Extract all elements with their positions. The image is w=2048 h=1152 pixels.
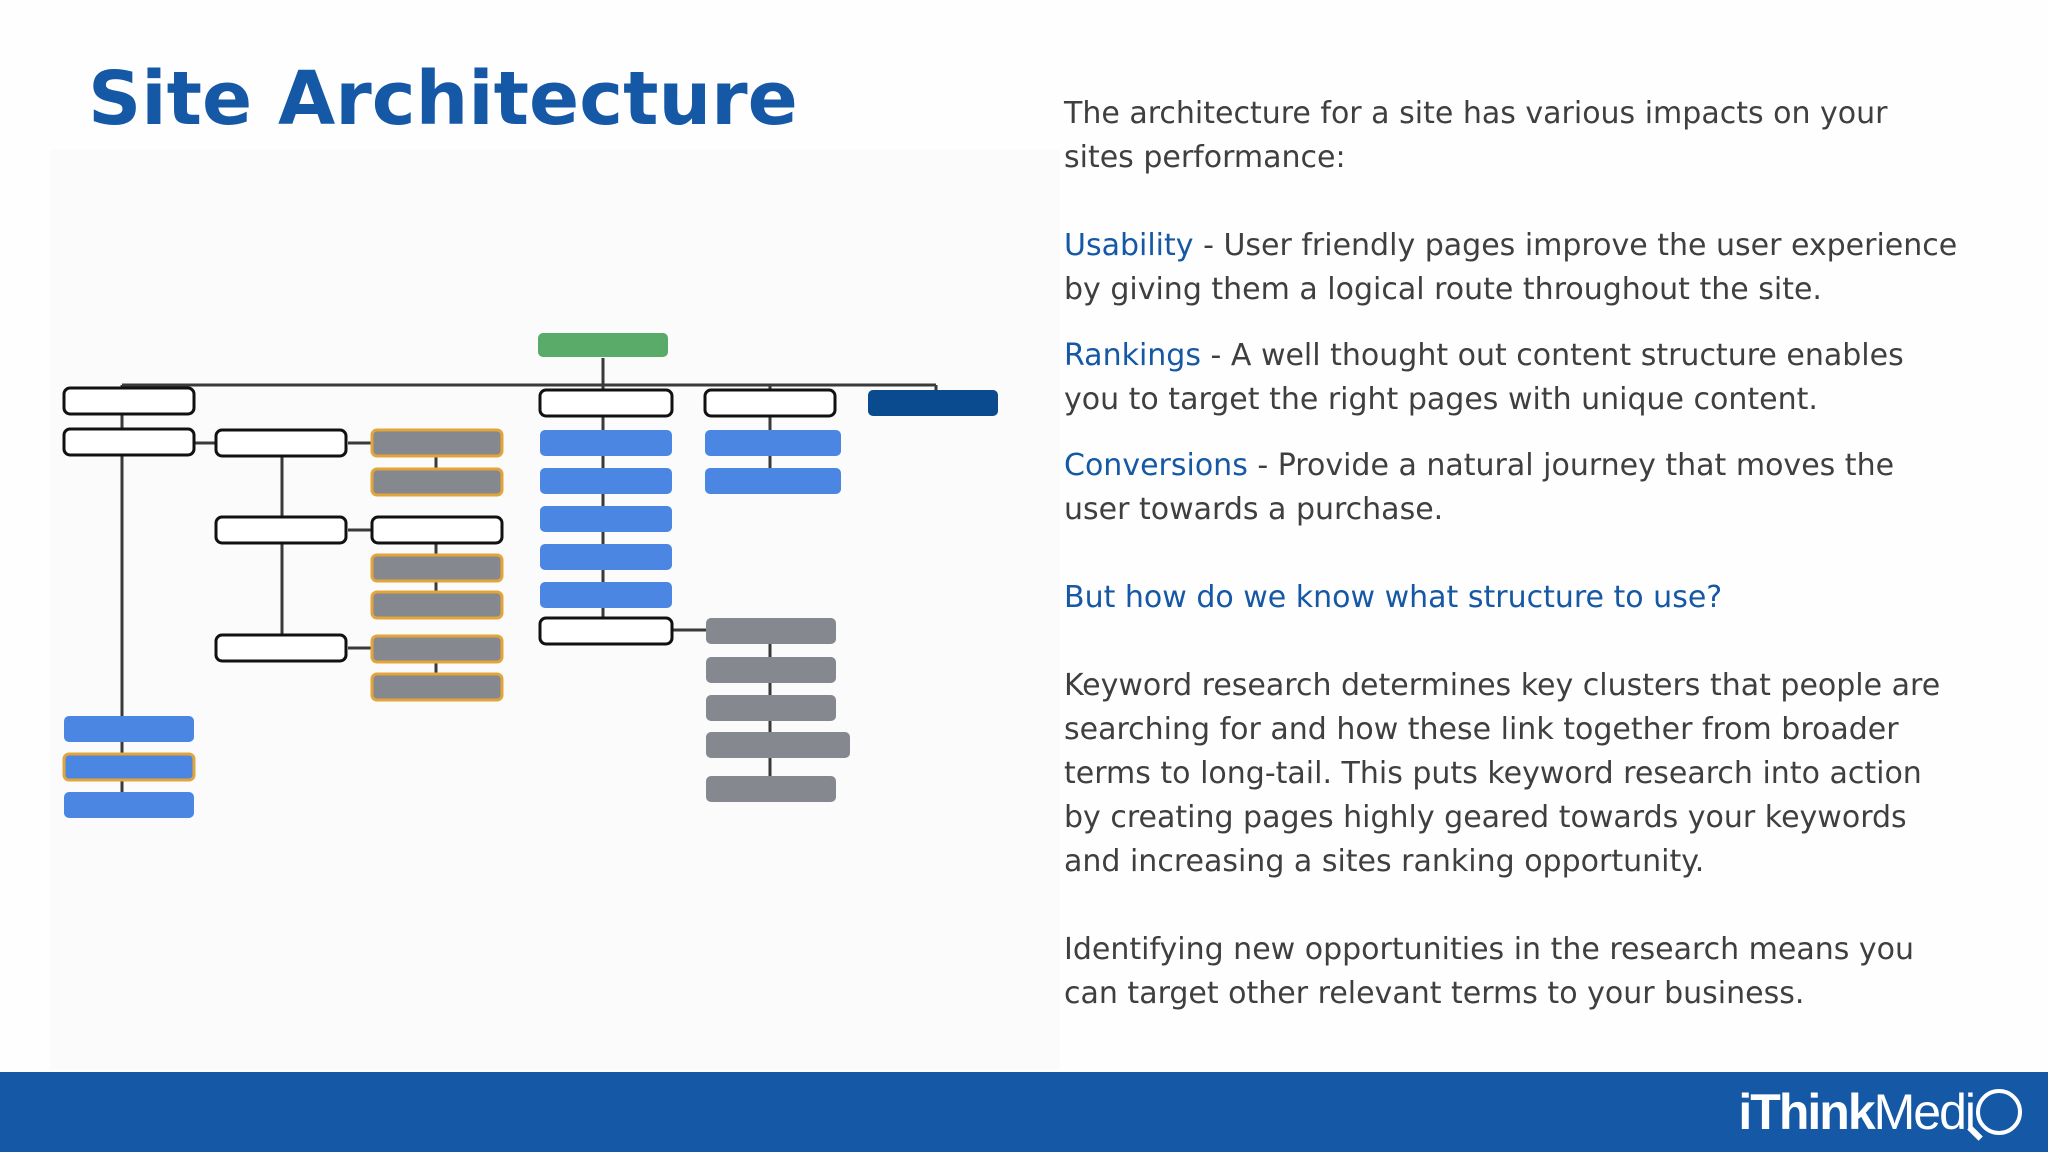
benefit-term: Rankings [1064,338,1201,373]
category-node [538,388,674,418]
ithinkmedia-logo: iThinkMedi [1738,1084,2022,1140]
keyword-node [370,428,504,458]
page-node [540,506,672,532]
benefit-description: - Provide a natural journey that moves t… [1064,448,1895,527]
benefit-description: - A well thought out content structure e… [1064,338,1904,417]
benefit-term: Usability [1064,228,1194,263]
subcategory-node [370,515,504,545]
page-node [540,430,672,456]
keyword-node [370,672,504,702]
category-node [703,388,837,418]
page-node [540,582,672,608]
logo-text-bold: iThink [1738,1084,1875,1140]
opportunities-paragraph: Identifying new opportunities in the res… [1064,932,1915,1011]
benefit-description: - User friendly pages improve the user e… [1064,228,1958,307]
keyword-node [706,657,836,683]
page-node [540,468,672,494]
question-heading: But how do we know what structure to use… [1064,580,1723,615]
footer-bar [0,1072,2048,1152]
subcategory-node [62,427,196,457]
diagram-panel [50,150,1060,1070]
benefit-usability: Usability - User friendly pages improve … [1064,224,1964,312]
keyword-node [706,695,836,721]
page-node [64,716,194,742]
keyword-node [370,553,504,583]
benefit-conversions: Conversions - Provide a natural journey … [1064,444,1964,532]
category-node [62,386,196,416]
keyword-node [706,732,850,758]
keyword-node [706,776,836,802]
keyword-research-paragraph: Keyword research determines key clusters… [1064,668,1941,879]
site-architecture-diagram [62,333,998,818]
subcategory-node [538,616,674,646]
body-text: The architecture for a site has various … [1064,92,1964,1016]
root-node [538,333,668,357]
page-node [705,468,841,494]
keyword-node [370,634,504,664]
page-node [705,430,841,456]
magnifier-a-icon [1976,1089,2022,1135]
page-node [540,544,672,570]
keyword-node [370,590,504,620]
subcategory-node [214,515,348,545]
logo-text-light: Medi [1873,1084,1976,1140]
page-node [64,792,194,818]
benefit-rankings: Rankings - A well thought out content st… [1064,334,1964,422]
subcategory-node [214,633,348,663]
keyword-node [706,618,836,644]
benefit-term: Conversions [1064,448,1248,483]
page-node-highlighted [62,752,196,782]
intro-text: The architecture for a site has various … [1064,96,1888,175]
slide-title: Site Architecture [88,56,798,142]
keyword-node [370,467,504,497]
featured-node [868,390,998,416]
subcategory-node [214,428,348,458]
